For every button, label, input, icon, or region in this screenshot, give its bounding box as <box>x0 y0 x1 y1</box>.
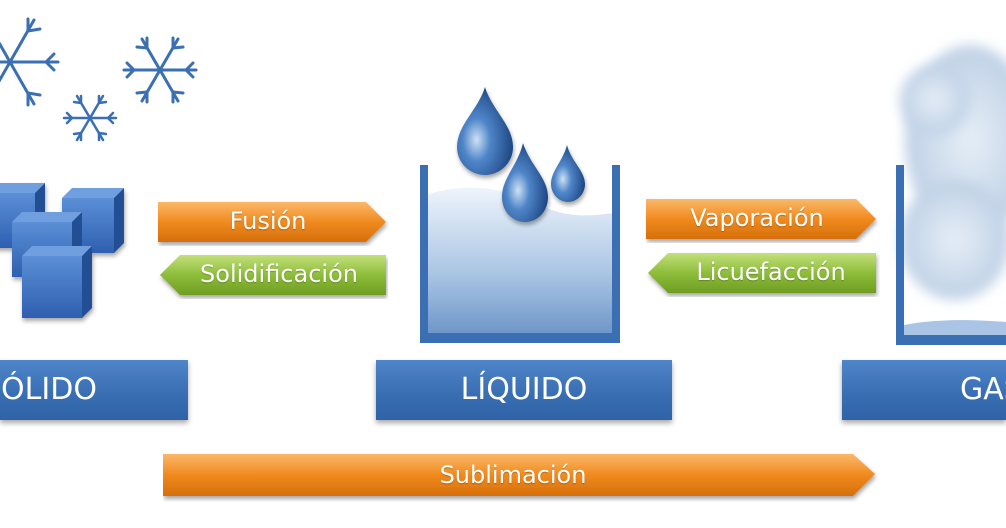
ice-cubes-icon <box>0 183 124 318</box>
vaporization-label: Vaporación <box>690 204 824 232</box>
liquefaction-label: Licuefacción <box>696 258 846 286</box>
liquid-state-label: LÍQUIDO <box>376 360 672 420</box>
solidification-label: Solidificación <box>200 260 358 288</box>
snowflakes-icon <box>0 17 198 142</box>
solid-state-label: SÓLIDO <box>0 360 188 420</box>
liquefaction-arrow <box>648 253 876 293</box>
sublimation-label: Sublimación <box>439 461 587 489</box>
solidification-arrow <box>160 255 386 295</box>
liquid-container-icon <box>420 87 620 343</box>
fusion-arrow <box>158 202 386 242</box>
vaporization-arrow <box>646 199 876 239</box>
gas-state-label: GAS <box>842 360 1006 420</box>
sublimation-arrow <box>163 454 875 496</box>
fusion-label: Fusión <box>229 207 307 235</box>
gas-container-icon <box>896 45 1006 345</box>
